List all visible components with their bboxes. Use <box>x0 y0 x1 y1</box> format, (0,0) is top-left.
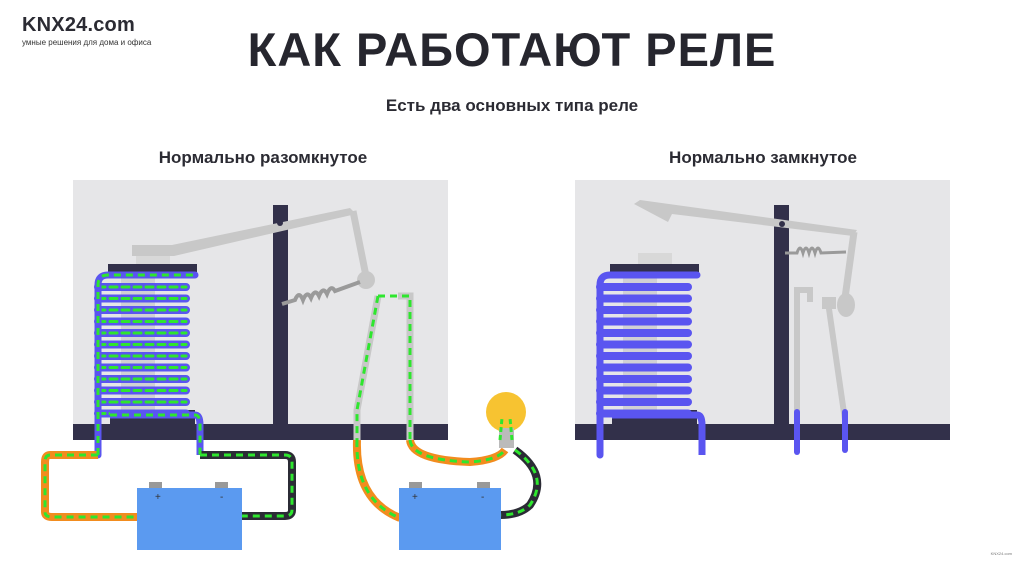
watermark: KNX24.com <box>990 551 1012 556</box>
pivot <box>779 221 785 227</box>
coil-lead-right <box>612 411 706 455</box>
light-bulb-icon <box>486 392 526 448</box>
battery-plus: + <box>412 492 418 503</box>
wire-bulb-return <box>499 446 542 519</box>
spring <box>785 246 847 259</box>
logo: KNX24.com умные решения для дома и офиса <box>22 14 151 47</box>
armature-contact <box>357 271 375 289</box>
page-title: КАК РАБОТАЮТ РЕЛЕ <box>247 23 777 76</box>
lever-arm <box>349 210 370 277</box>
base-bar <box>575 424 950 440</box>
page-subtitle: Есть два основных типа реле <box>385 96 639 115</box>
core-cap <box>638 253 672 267</box>
post <box>774 205 789 425</box>
contact-moving <box>825 301 848 421</box>
current-flow <box>43 273 539 520</box>
battery-control: + - <box>137 482 242 550</box>
lever-arm <box>841 231 858 299</box>
battery-load: + - <box>399 482 501 550</box>
core-plate <box>610 264 699 272</box>
wire-coil-positive <box>41 451 137 521</box>
logo-tagline: умные решения для дома и офиса <box>22 38 152 47</box>
relay-label-normally-closed: Нормально замкнутое <box>669 148 857 167</box>
spring <box>281 280 361 306</box>
core-plate <box>108 264 197 272</box>
contact-fixed <box>794 287 813 420</box>
post <box>273 205 288 425</box>
logo-name: KNX24.com <box>22 14 135 36</box>
contact-tip <box>822 297 836 309</box>
battery-minus: - <box>220 492 223 503</box>
lever <box>132 208 356 256</box>
battery-minus: - <box>481 492 484 503</box>
armature-contact <box>837 293 855 317</box>
base-bar <box>73 424 448 440</box>
relay-label-normally-open: Нормально разомкнутое <box>158 148 368 167</box>
battery-plus: + <box>155 492 161 503</box>
relay-normally-closed <box>575 180 950 459</box>
lever <box>634 200 857 236</box>
relay-normally-open: + - + - <box>41 180 542 550</box>
coil-lead-left <box>596 271 701 459</box>
pivot <box>277 220 283 226</box>
